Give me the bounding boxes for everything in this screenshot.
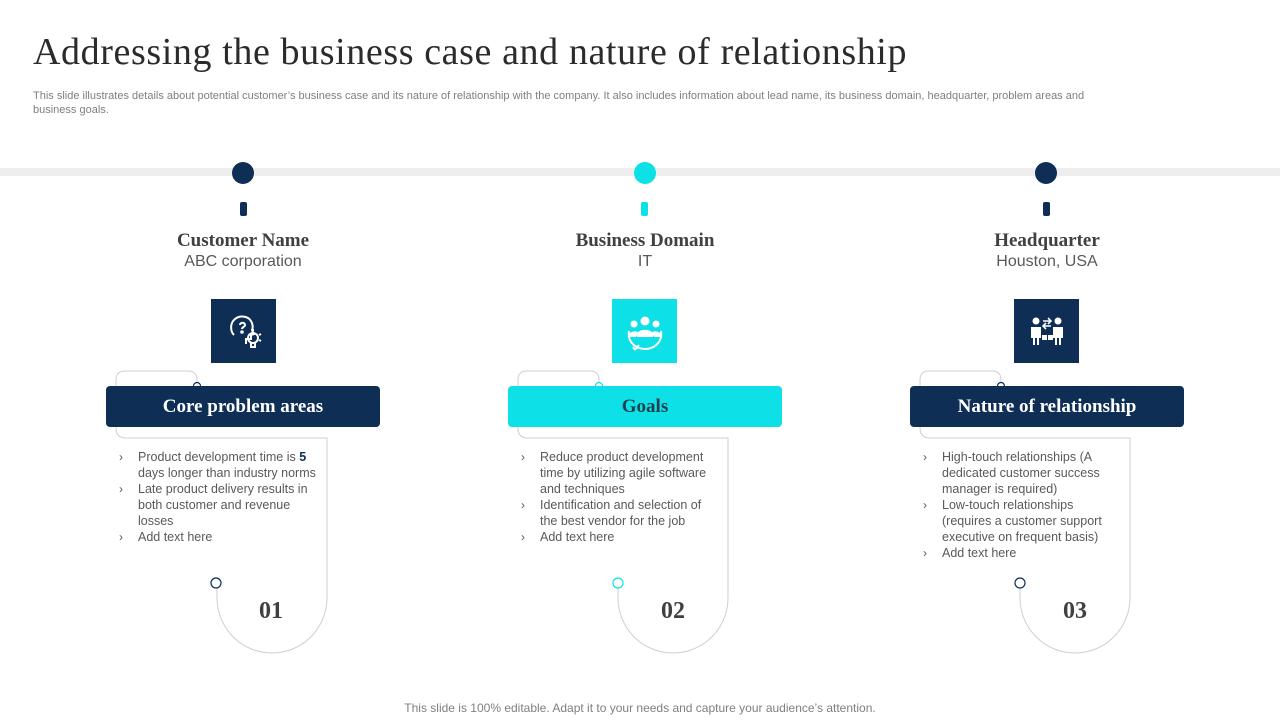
bullet-list-1: › Product development time is 5 days long… (118, 449, 318, 545)
connector-dot-bottom-1 (210, 577, 222, 589)
bullet-text: Identification and selection of the best… (540, 498, 702, 528)
list-item: › High-touch relationships (A dedicated c… (922, 449, 1122, 497)
list-item: › Add text here (118, 529, 318, 545)
chevron-right-icon: › (521, 530, 525, 544)
slide-subtitle: This slide illustrates details about pot… (33, 90, 1085, 116)
list-item: › Add text here (520, 529, 720, 545)
bullet-text: Low-touch relationships (requires a cust… (942, 498, 1102, 544)
bullet-list-3: › High-touch relationships (A dedicated c… (922, 449, 1122, 561)
banner-core-problem-areas: Core problem areas (106, 386, 380, 427)
slide-footer: This slide is 100% editable. Adapt it to… (404, 701, 876, 715)
column-value: Houston, USA (996, 253, 1098, 270)
timeline-dot-2 (634, 162, 656, 184)
chevron-right-icon: › (923, 450, 927, 464)
chevron-right-icon: › (521, 450, 525, 464)
card-outline-3 (919, 370, 1131, 654)
bullet-text-pre: Product development time is (138, 450, 300, 464)
column-label: Headquarter (994, 230, 1100, 251)
list-item: › Reduce product development time by util… (520, 449, 720, 497)
banner-nature-of-relationship: Nature of relationship (910, 386, 1184, 427)
chevron-right-icon: › (119, 530, 123, 544)
card-outline-2 (517, 370, 729, 654)
bullet-highlight: 5 (299, 450, 307, 464)
chevron-right-icon: › (119, 450, 123, 464)
step-number-1: 01 (259, 598, 283, 624)
column-value: IT (637, 253, 653, 270)
bullet-text: Add text here (540, 530, 615, 544)
column-label: Business Domain (575, 230, 715, 251)
connector-dot-bottom-3 (1014, 577, 1026, 589)
slide-title: Addressing the business case and nature … (33, 31, 908, 73)
business-people-exchange-icon (1014, 299, 1079, 363)
column-value: ABC corporation (184, 253, 302, 270)
chevron-right-icon: › (119, 482, 123, 496)
bullet-text-post: days longer than industry norms (138, 466, 316, 480)
banner-goals: Goals (508, 386, 782, 427)
bullet-text: Late product delivery results in both cu… (138, 482, 308, 528)
banner-label: Core problem areas (162, 395, 324, 417)
banner-label: Goals (621, 395, 669, 417)
column-label: Customer Name (176, 230, 310, 251)
step-number-3: 03 (1063, 598, 1087, 624)
column-header-3: Headquarter Houston, USA (917, 230, 1177, 271)
timeline-stem-1 (240, 202, 247, 216)
timeline-stem-3 (1043, 202, 1050, 216)
timeline-dot-3 (1035, 162, 1057, 184)
chevron-right-icon: › (923, 546, 927, 560)
bullet-text: Add text here (942, 546, 1017, 560)
column-header-1: Customer Name ABC corporation (113, 230, 373, 271)
list-item: › Late product delivery results in both c… (118, 481, 318, 529)
list-item: › Low-touch relationships (requires a cus… (922, 497, 1122, 545)
chevron-right-icon: › (521, 498, 525, 512)
timeline-dot-1 (232, 162, 254, 184)
chevron-right-icon: › (923, 498, 927, 512)
bullet-text: Add text here (138, 530, 213, 544)
list-item: › Identification and selection of the bes… (520, 497, 720, 529)
bullet-text: Reduce product development time by utili… (540, 450, 707, 496)
question-lightbulb-head-icon (211, 299, 276, 363)
team-target-icon (612, 299, 677, 363)
card-outline-1 (115, 370, 328, 654)
list-item: › Add text here (922, 545, 1122, 561)
banner-label: Nature of relationship (957, 395, 1137, 417)
timeline-stem-2 (641, 202, 648, 216)
step-number-2: 02 (661, 598, 685, 624)
bullet-text: High-touch relationships (A dedicated cu… (942, 450, 1100, 496)
bullet-list-2: › Reduce product development time by util… (520, 449, 720, 545)
list-item: › Product development time is 5 days long… (118, 449, 318, 481)
column-header-2: Business Domain IT (515, 230, 775, 271)
connector-dot-bottom-2 (612, 577, 624, 589)
